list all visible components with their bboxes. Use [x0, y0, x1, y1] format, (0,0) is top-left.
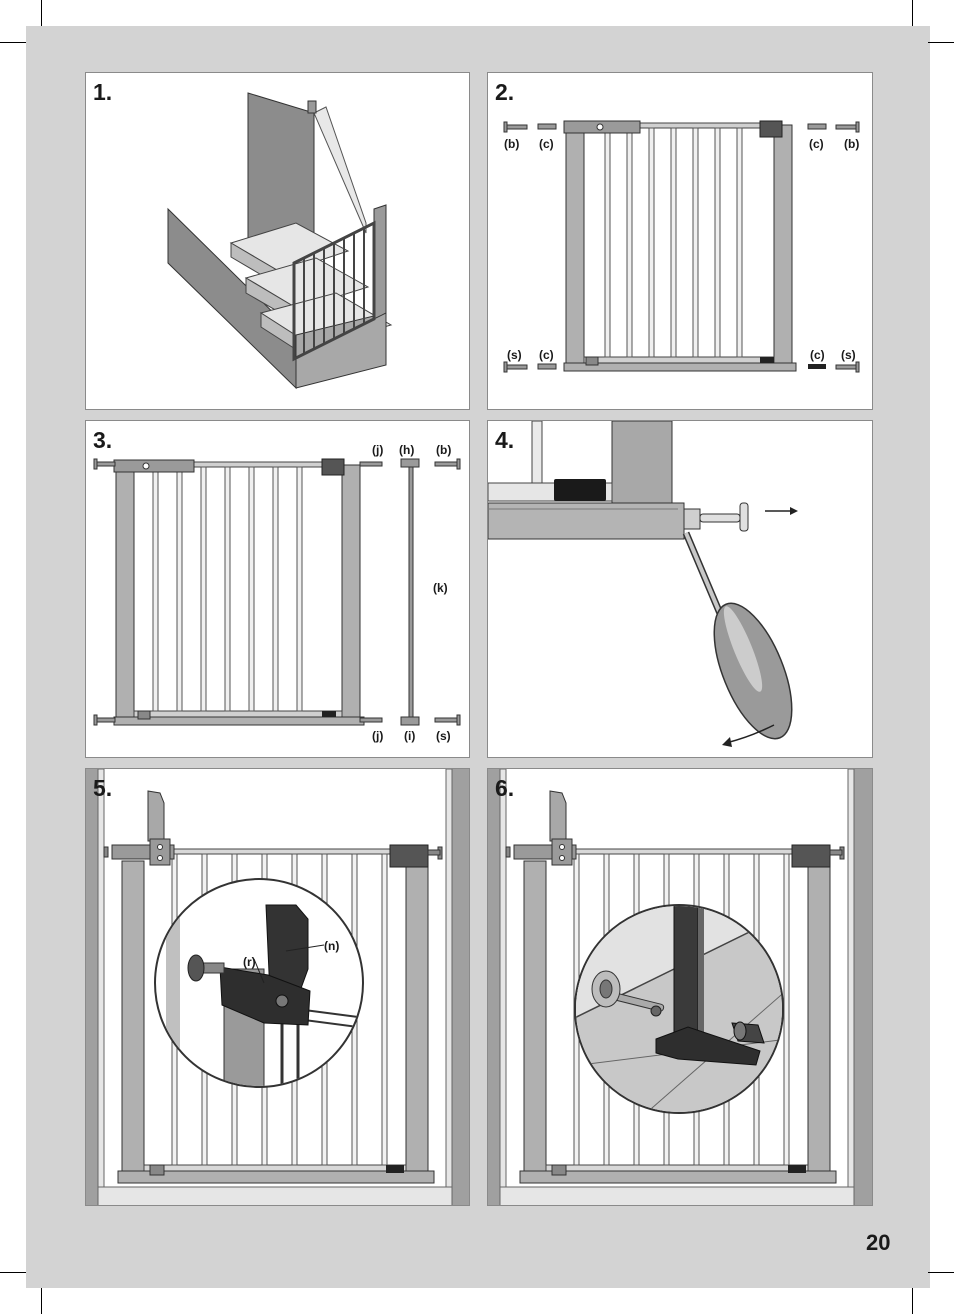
part-label-c: (c) — [809, 137, 824, 151]
part-label-c: (c) — [539, 348, 554, 362]
crop-mark — [912, 1288, 913, 1314]
crop-mark — [0, 1272, 26, 1273]
part-label-h: (h) — [399, 443, 415, 457]
stairs-with-gate-illustration — [167, 92, 393, 390]
gate-fitted-detail-illustration — [86, 769, 469, 1205]
part-label-r: (r) — [243, 955, 256, 969]
floor-installation-detail-illustration — [488, 769, 872, 1205]
part-label-b: (b) — [504, 137, 520, 151]
step-4-panel: 4. — [487, 420, 873, 758]
part-label-s: (s) — [507, 348, 522, 362]
part-label-i: (i) — [404, 729, 416, 743]
step-6-panel: 6. — [487, 768, 873, 1206]
crop-mark — [912, 0, 913, 26]
crop-mark — [928, 1272, 954, 1273]
crop-mark — [41, 1288, 42, 1314]
part-label-b: (b) — [436, 443, 452, 457]
part-label-s: (s) — [436, 729, 451, 743]
step-number: 5. — [93, 775, 113, 801]
gate-extension-illustration — [93, 458, 461, 726]
step-5-panel: 5. — [85, 768, 470, 1206]
step-number: 6. — [495, 775, 515, 801]
crop-mark — [928, 42, 954, 43]
step-1-panel: 1. — [85, 72, 470, 410]
step-number: 2. — [495, 79, 515, 105]
part-label-c: (c) — [539, 137, 554, 151]
step-number: 1. — [93, 79, 113, 105]
step-2-panel: 2. (b) (c) (c) (b) (s) (c) ( — [487, 72, 873, 410]
part-label-s: (s) — [841, 348, 856, 362]
part-label-j: (j) — [372, 729, 384, 743]
crop-mark — [41, 0, 42, 26]
part-label-c: (c) — [810, 348, 825, 362]
part-label-j: (j) — [372, 443, 384, 457]
gate-parts-illustration — [503, 120, 860, 373]
step-number: 3. — [93, 427, 113, 453]
step-3-panel: 3. (j) (h) (b) (k) (j) — [85, 420, 470, 758]
page-number: 20 — [866, 1230, 891, 1255]
part-label-b: (b) — [844, 137, 860, 151]
crop-mark — [0, 42, 26, 43]
screwdriver-adjustment-illustration — [488, 421, 798, 747]
part-label-n: (n) — [324, 939, 340, 953]
step-number: 4. — [495, 427, 515, 453]
part-label-k: (k) — [433, 581, 448, 595]
